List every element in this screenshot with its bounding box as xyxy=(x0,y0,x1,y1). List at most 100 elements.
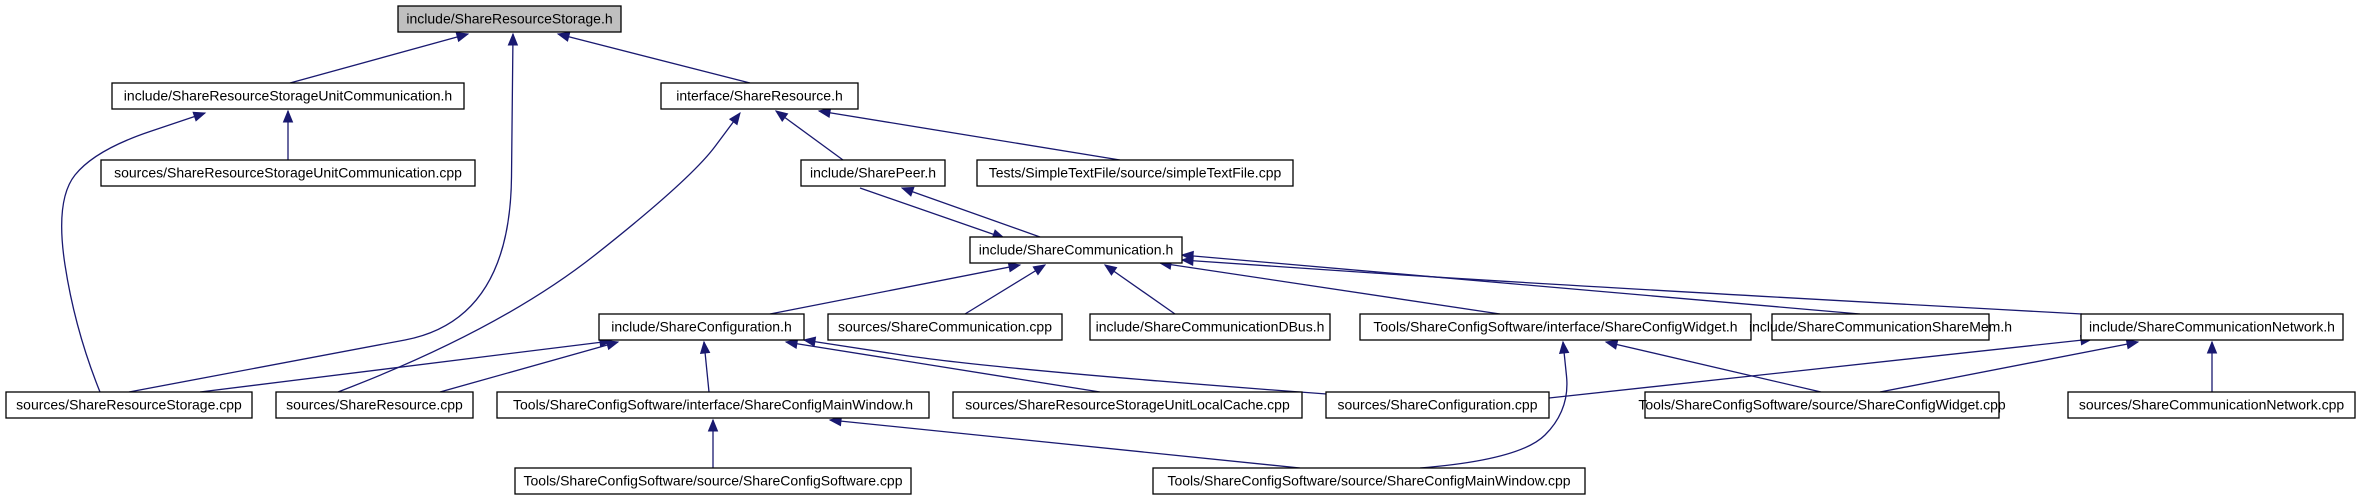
edge-line xyxy=(859,187,1005,239)
node-box[interactable] xyxy=(660,82,859,110)
node-label: Tools/ShareConfigSoftware/interface/Shar… xyxy=(513,397,913,413)
edge-n5-to-n2 xyxy=(817,107,1121,161)
edge-n4-to-n6 xyxy=(859,187,1006,240)
graph-node-n8[interactable]: sources/ShareCommunication.cpp xyxy=(827,313,1063,341)
node-box[interactable] xyxy=(100,159,476,187)
node-label: sources/ShareResourceStorageUnitCommunic… xyxy=(114,165,462,181)
arrow-head-icon xyxy=(817,107,832,119)
node-box[interactable] xyxy=(111,82,465,110)
edge-line xyxy=(775,110,844,161)
node-box[interactable] xyxy=(5,391,253,419)
node-box[interactable] xyxy=(1359,313,1752,341)
node-box[interactable] xyxy=(969,236,1183,264)
edge-line xyxy=(1419,341,1568,469)
node-box[interactable] xyxy=(976,159,1294,187)
graph-node-n17[interactable]: sources/ShareConfiguration.cpp xyxy=(1325,391,1550,419)
graph-node-n10[interactable]: Tools/ShareConfigSoftware/interface/Shar… xyxy=(1359,313,1752,341)
edge-line xyxy=(785,341,1101,393)
node-label: Tools/ShareConfigSoftware/interface/Shar… xyxy=(1373,319,1737,335)
edge-line xyxy=(1181,254,1861,315)
arrow-head-icon xyxy=(1007,262,1022,273)
graph-node-n21[interactable]: Tools/ShareConfigSoftware/source/ShareCo… xyxy=(1152,467,1586,495)
graph-node-n15[interactable]: Tools/ShareConfigSoftware/interface/Shar… xyxy=(496,391,930,419)
node-label: include/ShareCommunicationNetwork.h xyxy=(2089,319,2335,335)
node-label: Tests/SimpleTextFile/source/simpleTextFi… xyxy=(989,165,1282,181)
graph-node-n20[interactable]: Tools/ShareConfigSoftware/source/ShareCo… xyxy=(514,467,912,495)
graph-node-n11[interactable]: include/ShareCommunicationShareMem.h xyxy=(1749,313,2012,341)
node-box[interactable] xyxy=(1325,391,1550,419)
edge-line xyxy=(199,340,612,393)
edge-n21-to-n15 xyxy=(828,415,1301,469)
node-box[interactable] xyxy=(496,391,930,419)
graph-node-n2[interactable]: interface/ShareResource.h xyxy=(660,82,859,110)
node-box[interactable] xyxy=(2067,391,2356,419)
node-label: sources/ShareConfiguration.cpp xyxy=(1337,397,1537,413)
edge-line xyxy=(769,264,1021,315)
graph-node-n0[interactable]: include/ShareResourceStorage.h xyxy=(397,5,622,33)
node-label: sources/ShareCommunicationNetwork.cpp xyxy=(2079,397,2345,413)
edge-n15-to-n7 xyxy=(699,340,711,393)
arrow-head-icon xyxy=(282,109,294,123)
graph-node-n14[interactable]: sources/ShareResource.cpp xyxy=(275,391,474,419)
arrow-head-icon xyxy=(900,186,915,197)
arrow-head-icon xyxy=(1032,264,1047,276)
node-label: include/ShareCommunication.h xyxy=(979,242,1174,258)
node-box[interactable] xyxy=(827,313,1063,341)
edge-line xyxy=(1548,338,2093,399)
arrow-head-icon xyxy=(605,340,620,351)
graph-node-n4[interactable]: include/SharePeer.h xyxy=(800,159,946,187)
node-label: include/ShareConfiguration.h xyxy=(611,319,792,335)
edge-n12-to-n6 xyxy=(1180,255,2083,315)
edge-n3-to-n1 xyxy=(282,109,294,160)
edge-line xyxy=(818,110,1121,161)
node-box[interactable] xyxy=(1152,467,1586,495)
graph-node-n3[interactable]: sources/ShareResourceStorageUnitCommunic… xyxy=(100,159,476,187)
edge-line xyxy=(439,341,619,393)
arrow-head-icon xyxy=(774,110,789,123)
arrow-head-icon xyxy=(728,111,741,126)
edge-line xyxy=(337,112,741,393)
graph-node-n16[interactable]: sources/ShareResourceStorageUnitLocalCac… xyxy=(952,391,1303,419)
edge-n6-to-n4 xyxy=(900,186,1041,238)
node-label: Tools/ShareConfigSoftware/source/ShareCo… xyxy=(1638,397,2006,413)
graph-node-n9[interactable]: include/ShareCommunicationDBus.h xyxy=(1089,313,1331,341)
edge-line xyxy=(1159,262,1501,315)
arrow-head-icon xyxy=(192,111,207,122)
arrow-head-icon xyxy=(699,340,711,354)
graph-node-n19[interactable]: sources/ShareCommunicationNetwork.cpp xyxy=(2067,391,2356,419)
edge-line xyxy=(1181,259,2083,315)
node-label: sources/ShareResourceStorage.cpp xyxy=(16,397,242,413)
edge-line xyxy=(289,33,469,84)
edge-line xyxy=(557,33,751,84)
node-box[interactable] xyxy=(514,467,912,495)
node-label: sources/ShareCommunication.cpp xyxy=(838,319,1052,335)
node-label: include/ShareCommunicationShareMem.h xyxy=(1749,319,2012,335)
node-box[interactable] xyxy=(1644,391,2000,419)
node-box[interactable] xyxy=(952,391,1303,419)
edge-n18-to-n12 xyxy=(1879,339,2140,393)
graph-node-n18[interactable]: Tools/ShareConfigSoftware/source/ShareCo… xyxy=(1638,391,2006,419)
node-box[interactable] xyxy=(1771,313,1990,341)
node-box[interactable] xyxy=(800,159,946,187)
arrow-head-icon xyxy=(2206,340,2218,354)
edge-line xyxy=(1605,341,1822,393)
edge-line xyxy=(803,339,1341,396)
edge-n20-to-n15 xyxy=(707,418,719,468)
graph-node-n7[interactable]: include/ShareConfiguration.h xyxy=(598,313,805,341)
arrow-head-icon xyxy=(1103,264,1118,276)
node-box[interactable] xyxy=(1089,313,1331,341)
node-box[interactable] xyxy=(275,391,474,419)
edge-n17-to-n7 xyxy=(802,336,1341,396)
node-box[interactable] xyxy=(2080,313,2344,341)
graph-node-n12[interactable]: include/ShareCommunicationNetwork.h xyxy=(2080,313,2344,341)
graph-node-n1[interactable]: include/ShareResourceStorageUnitCommunic… xyxy=(111,82,465,110)
edge-n18-to-n10 xyxy=(1604,339,1822,393)
edge-n14-to-n2 xyxy=(337,111,741,393)
arrow-head-icon xyxy=(802,336,817,347)
graph-node-n6[interactable]: include/ShareCommunication.h xyxy=(969,236,1183,264)
node-box[interactable] xyxy=(598,313,805,341)
node-box[interactable] xyxy=(397,5,622,33)
graph-node-n13[interactable]: sources/ShareResourceStorage.cpp xyxy=(5,391,253,419)
graph-node-n5[interactable]: Tests/SimpleTextFile/source/simpleTextFi… xyxy=(976,159,1294,187)
